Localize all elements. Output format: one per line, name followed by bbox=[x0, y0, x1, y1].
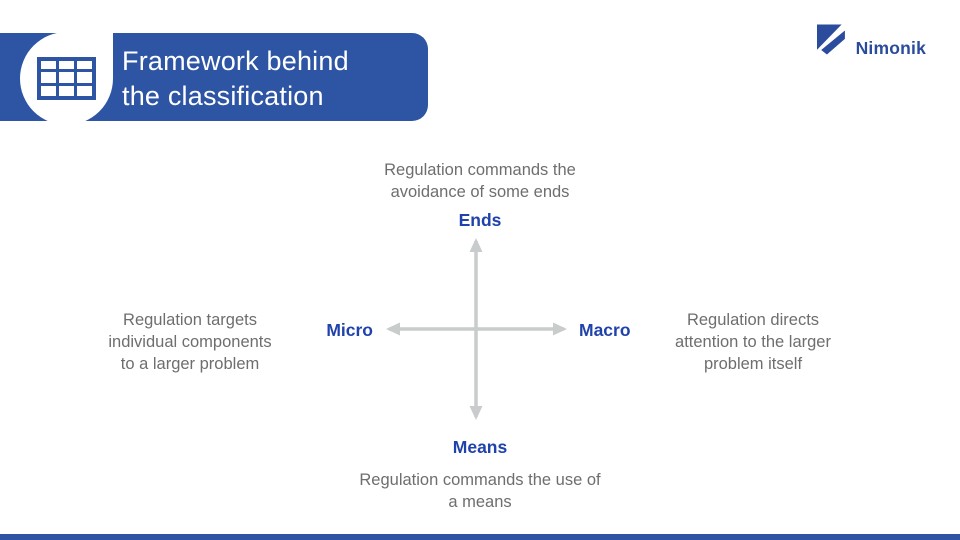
nimonik-logo: Nimonik bbox=[816, 24, 926, 58]
annotation-right-line-1: Regulation directs bbox=[686, 311, 820, 329]
annotation-right: Regulation directs attention to the larg… bbox=[642, 309, 864, 375]
annotation-bottom-line-2: a means bbox=[448, 493, 512, 511]
axes-lines bbox=[386, 238, 567, 420]
table-cell bbox=[59, 72, 74, 83]
axis-label-means: Means bbox=[452, 437, 508, 457]
axis-label-macro: Macro bbox=[579, 320, 631, 340]
table-cell bbox=[41, 61, 56, 70]
annotation-left-line-2: individual components bbox=[108, 333, 272, 351]
table-icon bbox=[37, 57, 96, 100]
nimonik-logo-icon bbox=[816, 24, 845, 55]
table-cell bbox=[59, 85, 74, 96]
table-cell bbox=[41, 72, 56, 83]
page-title: Framework behind the classification bbox=[122, 44, 349, 114]
table-cell bbox=[41, 85, 56, 96]
annotation-top-line-1: Regulation commands the bbox=[384, 161, 576, 179]
annotation-bottom-line-1: Regulation commands the use of bbox=[359, 471, 601, 489]
axis-label-micro: Micro bbox=[326, 320, 373, 340]
annotation-top-line-2: avoidance of some ends bbox=[390, 183, 570, 201]
annotation-left: Regulation targets individual components… bbox=[72, 309, 308, 375]
table-cell bbox=[59, 61, 74, 70]
annotation-top: Regulation commands the avoidance of som… bbox=[350, 159, 610, 203]
table-cell bbox=[77, 61, 92, 70]
table-cell bbox=[77, 72, 92, 83]
nimonik-logo-text: Nimonik bbox=[855, 38, 926, 58]
annotation-left-line-3: to a larger problem bbox=[120, 355, 260, 373]
footer-accent-bar bbox=[0, 534, 960, 540]
annotation-right-line-2: attention to the larger bbox=[675, 333, 831, 351]
page-title-line-1: Framework behind bbox=[122, 46, 349, 76]
annotation-left-line-1: Regulation targets bbox=[123, 311, 257, 329]
annotation-bottom: Regulation commands the use of a means bbox=[330, 469, 630, 513]
table-cell bbox=[77, 85, 92, 96]
axes-cross bbox=[386, 238, 567, 420]
annotation-right-line-3: problem itself bbox=[703, 355, 803, 373]
axis-label-ends: Ends bbox=[458, 210, 502, 230]
header-drop-shape bbox=[20, 32, 113, 125]
page-title-line-2: the classification bbox=[122, 81, 324, 111]
